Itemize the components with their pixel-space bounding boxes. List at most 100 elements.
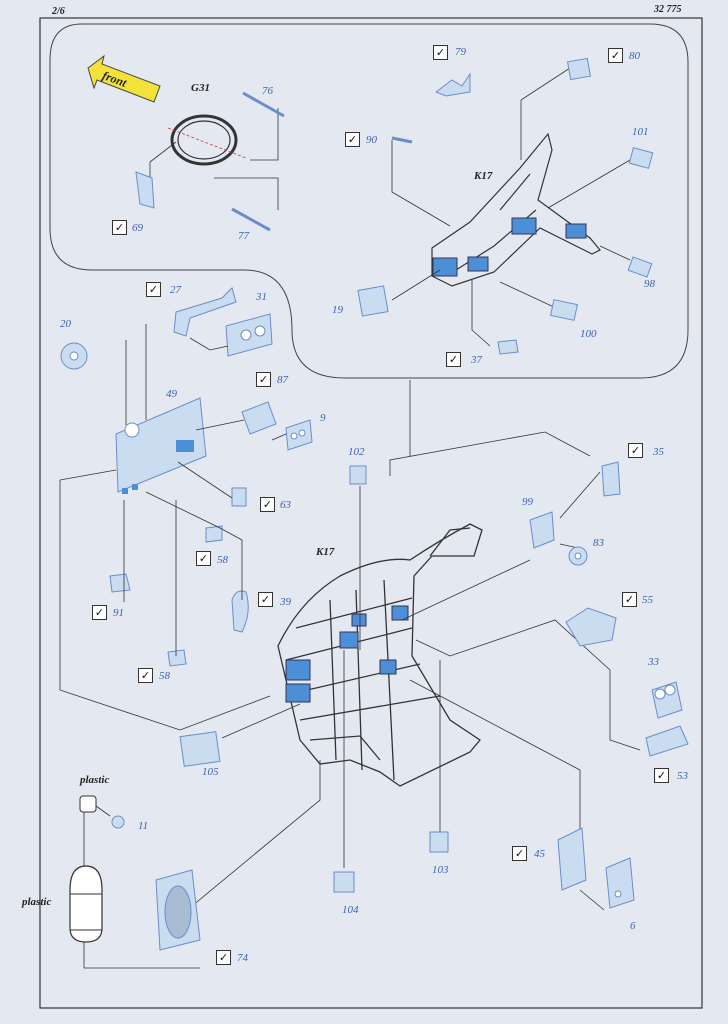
- part-19-plate-icon: [357, 285, 389, 317]
- check-box-58b[interactable]: ✓: [138, 668, 153, 683]
- assembly-tag-k17-main: K17: [316, 546, 335, 558]
- part-49-panel-icon: [115, 397, 207, 493]
- part-number-53: 53: [677, 770, 688, 782]
- part-103-plate-icon: [429, 831, 449, 853]
- part-98-plate-icon: [627, 256, 653, 278]
- part-number-98: 98: [644, 278, 655, 290]
- part-11-washer-icon: [111, 815, 125, 829]
- part-number-58: 58: [159, 670, 170, 682]
- part-35-clip-icon: [601, 461, 621, 497]
- part-6-plate-icon: [605, 857, 635, 909]
- check-box-53[interactable]: ✓: [654, 768, 669, 783]
- part-39-mask-icon: [231, 590, 249, 633]
- part-69-bracket-icon: [135, 171, 155, 209]
- front-arrow-icon: [87, 54, 161, 103]
- plastic-label: plastic: [22, 896, 52, 908]
- part-80-plate-icon: [567, 57, 591, 81]
- part-number-19: 19: [332, 304, 343, 316]
- part-55-bracket-icon: [565, 607, 617, 647]
- page-frame: [39, 17, 703, 1009]
- part-37-clip-icon: [497, 339, 519, 355]
- plastic-knob-icon: [79, 795, 97, 813]
- part-number-101: 101: [632, 126, 649, 138]
- part-number-76: 76: [262, 85, 273, 97]
- check-box-91[interactable]: ✓: [92, 605, 107, 620]
- part-101-plate-icon: [628, 147, 654, 169]
- part-number-27: 27: [170, 284, 181, 296]
- check-box-27[interactable]: ✓: [146, 282, 161, 297]
- part-100-plate-icon: [550, 299, 578, 321]
- part-number-58: 58: [217, 554, 228, 566]
- part-87-box-icon: [241, 401, 277, 435]
- kit-code: 32 775: [654, 4, 682, 15]
- assembly-tag-k17-top: K17: [474, 170, 493, 182]
- check-box-87[interactable]: ✓: [256, 372, 271, 387]
- part-number-83: 83: [593, 537, 604, 549]
- part-number-45: 45: [534, 848, 545, 860]
- part-105-plate-icon: [179, 731, 221, 767]
- k17-main-frame: [277, 523, 483, 787]
- check-box-79[interactable]: ✓: [433, 45, 448, 60]
- assembly-tag-g31: G31: [191, 82, 210, 94]
- part-number-35: 35: [653, 446, 664, 458]
- part-number-77: 77: [238, 230, 249, 242]
- part-91-clip-icon: [109, 573, 131, 593]
- check-box-74[interactable]: ✓: [216, 950, 231, 965]
- check-box-63[interactable]: ✓: [260, 497, 275, 512]
- check-box-80[interactable]: ✓: [608, 48, 623, 63]
- part-76-rod-icon: [242, 91, 285, 118]
- blue-panel-icon: [432, 257, 458, 277]
- part-number-103: 103: [432, 864, 449, 876]
- part-number-105: 105: [202, 766, 219, 778]
- part-45-panel-icon: [557, 827, 587, 891]
- check-box-90[interactable]: ✓: [345, 132, 360, 147]
- part-number-37: 37: [471, 354, 482, 366]
- part-number-11: 11: [138, 820, 149, 832]
- part-number-74: 74: [237, 952, 248, 964]
- part-number-33: 33: [648, 656, 659, 668]
- part-number-49: 49: [166, 388, 177, 400]
- part-number-87: 87: [277, 374, 288, 386]
- part-number-79: 79: [455, 46, 466, 58]
- part-58b-clip-icon: [167, 649, 187, 667]
- part-number-39: 39: [280, 596, 291, 608]
- gunsight-ring: [170, 114, 238, 166]
- part-number-63: 63: [280, 499, 291, 511]
- plastic-tank-icon: [69, 865, 103, 943]
- part-number-99: 99: [522, 496, 533, 508]
- part-102-plate-icon: [349, 465, 367, 485]
- part-number-100: 100: [580, 328, 597, 340]
- part-number-104: 104: [342, 904, 359, 916]
- check-box-45[interactable]: ✓: [512, 846, 527, 861]
- part-number-55: 55: [642, 594, 653, 606]
- part-77-rod-icon: [231, 207, 271, 232]
- part-99-plate-icon: [529, 511, 555, 549]
- check-box-39[interactable]: ✓: [258, 592, 273, 607]
- part-58-clip-icon: [205, 525, 223, 543]
- check-box-35[interactable]: ✓: [628, 443, 643, 458]
- check-box-58a[interactable]: ✓: [196, 551, 211, 566]
- part-104-plate-icon: [333, 871, 355, 893]
- part-90-pin-icon: [391, 136, 413, 144]
- part-number-69: 69: [132, 222, 143, 234]
- part-number-80: 80: [629, 50, 640, 62]
- inset-outline: [49, 23, 689, 379]
- part-number-91: 91: [113, 607, 124, 619]
- part-63-block-icon: [231, 487, 247, 507]
- part-53-bracket-icon: [645, 725, 689, 757]
- plastic-label: plastic: [80, 774, 110, 786]
- part-27-bracket-icon: [173, 287, 237, 337]
- check-box-69[interactable]: ✓: [112, 220, 127, 235]
- part-number-6: 6: [630, 920, 636, 932]
- check-box-37[interactable]: ✓: [446, 352, 461, 367]
- part-number-20: 20: [60, 318, 71, 330]
- part-number-102: 102: [348, 446, 365, 458]
- part-number-90: 90: [366, 134, 377, 146]
- page-number: 2/6: [52, 6, 65, 17]
- part-number-9: 9: [320, 412, 326, 424]
- check-box-55[interactable]: ✓: [622, 592, 637, 607]
- part-number-31: 31: [256, 291, 267, 303]
- part-9-plate-icon: [285, 419, 313, 451]
